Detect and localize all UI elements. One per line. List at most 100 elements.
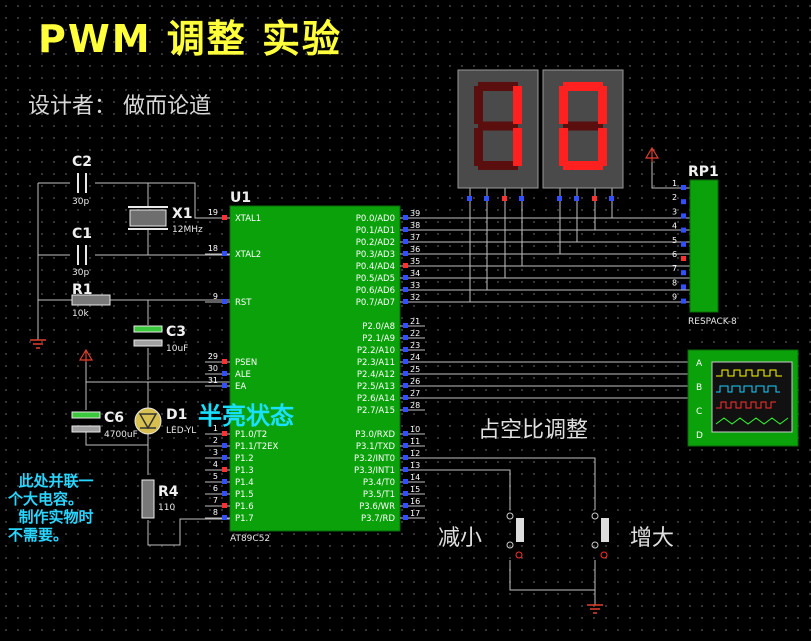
pin-state-marker bbox=[681, 199, 686, 205]
ground-icon bbox=[30, 339, 603, 614]
d1-value: LED-YL bbox=[166, 426, 197, 436]
c3-value: 10uF bbox=[166, 344, 189, 354]
segment-a bbox=[478, 82, 518, 91]
pin-state-marker bbox=[222, 299, 227, 304]
pin-state-marker bbox=[403, 227, 408, 232]
x1-ref: X1 bbox=[172, 206, 193, 222]
rp1-pin-number: 2 bbox=[672, 193, 677, 202]
u1-pin-number: 9 bbox=[213, 292, 218, 301]
u1-pin-number: 2 bbox=[213, 436, 218, 445]
capacitor-c2[interactable] bbox=[77, 173, 87, 193]
segment-a bbox=[563, 82, 603, 91]
u1-pin-number: 25 bbox=[410, 365, 420, 374]
u1-ref: U1 bbox=[230, 190, 252, 206]
u1-pin-name: P1.4 bbox=[235, 478, 254, 488]
button-increase[interactable] bbox=[591, 512, 609, 559]
pin-state-marker bbox=[502, 196, 507, 201]
trace-d bbox=[715, 417, 789, 425]
u1-pin-name: P0.6/AD6 bbox=[356, 286, 395, 296]
pin-state-marker bbox=[681, 185, 686, 190]
oscilloscope[interactable] bbox=[687, 349, 799, 447]
rp1-pin-number: 4 bbox=[672, 222, 677, 231]
u1-pin-number: 28 bbox=[410, 401, 420, 410]
u1-pin-number: 6 bbox=[213, 484, 218, 493]
segment-g bbox=[478, 121, 518, 131]
pin-state-marker bbox=[222, 455, 227, 460]
u1-pin-name: P1.1/T2EX bbox=[235, 442, 278, 452]
r4-value: 110 bbox=[158, 503, 176, 513]
u1-pin-name: P3.7/RD bbox=[361, 514, 395, 524]
pin-state-marker bbox=[403, 503, 408, 508]
pin-state-marker bbox=[222, 431, 227, 436]
u1-pin-number: 30 bbox=[208, 364, 218, 373]
u1-pin-name: XTAL1 bbox=[235, 214, 261, 224]
decrease-label: 减小 bbox=[438, 526, 483, 551]
duty-cycle-label: 占空比调整 bbox=[478, 418, 589, 443]
pin-state-marker bbox=[592, 196, 597, 201]
u1-pin-number: 35 bbox=[410, 257, 420, 266]
u1-pin-name: P3.1/TXD bbox=[356, 442, 396, 452]
segment-c bbox=[513, 128, 522, 166]
pin-state-marker bbox=[222, 215, 227, 220]
u1-pin-number: 4 bbox=[213, 460, 218, 469]
pin-state-marker bbox=[222, 383, 227, 388]
u1-pin-number: 36 bbox=[410, 245, 420, 254]
chip-u1-body[interactable] bbox=[229, 205, 401, 532]
pin-state-marker bbox=[222, 491, 227, 496]
u1-pin-name: P2.7/A15 bbox=[357, 406, 395, 416]
pin-state-marker bbox=[681, 284, 686, 290]
pin-state-marker bbox=[681, 256, 686, 261]
r1-ref: R1 bbox=[72, 282, 93, 298]
c1-value: 30p bbox=[72, 268, 90, 278]
pin-state-marker bbox=[557, 196, 562, 201]
u1-pin-name: P3.6/WR bbox=[359, 502, 395, 512]
u1-pin-number: 21 bbox=[410, 317, 420, 326]
c6-ref: C6 bbox=[104, 410, 125, 426]
increase-label: 增大 bbox=[630, 526, 675, 551]
u1-pin-number: 34 bbox=[410, 269, 420, 278]
u1-pin-name: P2.0/A8 bbox=[362, 322, 395, 332]
u1-pin-name: P0.4/AD4 bbox=[356, 262, 395, 272]
u1-pin-name: P0.1/AD1 bbox=[356, 226, 395, 236]
respack-rp1-body[interactable] bbox=[689, 179, 719, 313]
capacitor-c1[interactable] bbox=[77, 245, 87, 265]
u1-pin-name: P1.0/T2 bbox=[235, 430, 267, 440]
u1-pin-name: P0.2/AD2 bbox=[356, 238, 395, 248]
u1-part: AT89C52 bbox=[230, 534, 271, 544]
led-d1[interactable] bbox=[134, 407, 162, 435]
u1-pin-number: 1 bbox=[213, 424, 218, 433]
designer-label: 设计者： 做而论道 bbox=[28, 94, 211, 119]
resistor-r4[interactable] bbox=[141, 479, 155, 519]
pin-state-marker bbox=[403, 239, 408, 244]
scope-channel-label: B bbox=[696, 383, 702, 393]
u1-pin-name: P3.2/INT0 bbox=[354, 454, 395, 464]
scope-channel-label: C bbox=[696, 407, 702, 417]
page-title: PWM 调整 实验 bbox=[38, 17, 343, 61]
segment-b bbox=[598, 86, 607, 124]
u1-pin-name: P3.0/RXD bbox=[355, 430, 395, 440]
capacitor-c3[interactable] bbox=[133, 325, 163, 347]
power-arrow-icon bbox=[78, 146, 660, 362]
rp1-pin-number: 7 bbox=[672, 264, 677, 273]
u1-pin-name: XTAL2 bbox=[235, 250, 261, 260]
capacitor-c6[interactable] bbox=[71, 411, 101, 433]
u1-pin-name: P2.6/A14 bbox=[357, 394, 395, 404]
resistor-r1[interactable] bbox=[71, 294, 111, 306]
trace-b bbox=[716, 385, 780, 393]
u1-pin-number: 10 bbox=[410, 425, 420, 434]
crystal-x1[interactable] bbox=[128, 206, 168, 230]
button-decrease[interactable] bbox=[506, 512, 524, 559]
u1-pin-number: 12 bbox=[410, 449, 420, 458]
rp1-pin-number: 1 bbox=[672, 179, 677, 188]
pin-state-marker bbox=[403, 443, 408, 448]
u1-pin-name: P1.6 bbox=[235, 502, 254, 512]
u1-pin-name: RST bbox=[235, 298, 252, 308]
trace-a bbox=[716, 369, 782, 377]
u1-pin-name: P0.5/AD5 bbox=[356, 274, 395, 284]
u1-pin-name: P2.4/A12 bbox=[357, 370, 395, 380]
rp1-ref: RP1 bbox=[688, 164, 719, 180]
u1-pin-name: ALE bbox=[235, 370, 251, 380]
c2-ref: C2 bbox=[72, 154, 93, 170]
pin-state-marker bbox=[403, 287, 408, 292]
u1-pin-name: P2.2/A10 bbox=[357, 346, 395, 356]
